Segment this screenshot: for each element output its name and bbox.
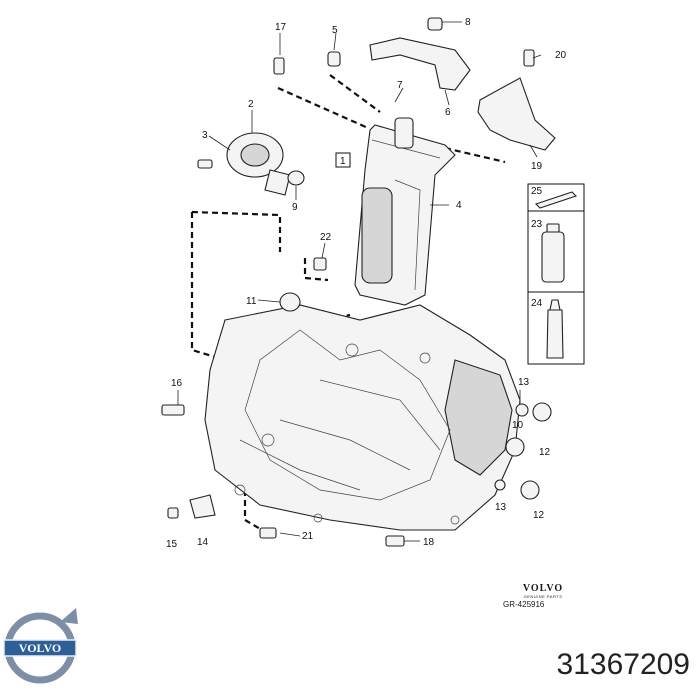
volvo-logo-icon: VOLVO (3, 608, 78, 684)
callout-4: 4 (456, 200, 462, 211)
callout-13a: 13 (518, 377, 530, 388)
brand-subtitle: GENUINE PARTS (523, 594, 563, 599)
callout-23: 23 (531, 219, 543, 230)
shift-tower (354, 117, 456, 306)
diagram-reference: GR-425916 (503, 600, 545, 609)
bracket (477, 77, 556, 151)
callout-box-1 (335, 152, 351, 168)
genuine-parts-mark: VOLVO GENUINE PARTS (512, 583, 574, 599)
callout-10: 10 (512, 420, 524, 431)
callout-19: 19 (531, 161, 543, 172)
callout-8: 8 (465, 17, 471, 28)
callout-21: 21 (302, 531, 314, 542)
accessory-box (527, 183, 585, 365)
callout-6: 6 (445, 107, 451, 118)
release-bearing (226, 132, 291, 196)
callout-3: 3 (202, 130, 208, 141)
leader-lines (177, 21, 542, 542)
selector-plate (369, 17, 471, 91)
part-number: 31367209 (556, 648, 690, 681)
callout-14: 14 (197, 537, 209, 548)
callout-16: 16 (171, 378, 183, 389)
callout-24: 24 (531, 298, 543, 309)
callout-numbers: 1 2 3 4 5 6 7 8 9 10 11 12 12 13 13 14 1… (166, 17, 567, 550)
callout-12a: 12 (539, 447, 551, 458)
callout-15: 15 (166, 539, 178, 550)
callout-25: 25 (531, 186, 543, 197)
callout-1: 1 (340, 156, 346, 167)
callout-5: 5 (332, 25, 338, 36)
callout-18: 18 (423, 537, 435, 548)
callout-11: 11 (246, 296, 257, 307)
callout-12b: 12 (533, 510, 545, 521)
logo-wordmark: VOLVO (19, 641, 61, 655)
callout-7: 7 (397, 80, 403, 91)
callout-2: 2 (248, 99, 254, 110)
gearbox-housing (204, 304, 521, 531)
callout-17: 17 (275, 22, 287, 33)
callout-9: 9 (292, 202, 298, 213)
brand-wordmark: VOLVO (522, 583, 564, 594)
callout-13b: 13 (495, 502, 507, 513)
callout-22: 22 (320, 232, 332, 243)
small-parts (161, 49, 552, 547)
callout-20: 20 (555, 50, 567, 61)
